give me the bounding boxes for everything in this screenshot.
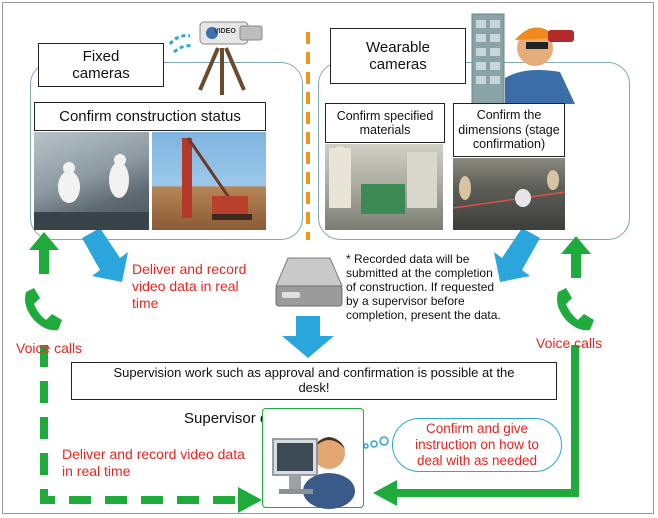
bubble-dot-small xyxy=(370,440,378,448)
left-blue-diagonal-arrow xyxy=(82,228,128,282)
materials-inspection-photo xyxy=(325,144,443,230)
fixed-cameras-title: Fixed cameras xyxy=(38,43,164,87)
recorded-data-note: * Recorded data will be submitted at the… xyxy=(346,252,501,322)
right-up-arrow xyxy=(561,236,591,278)
video-camera-icon xyxy=(199,21,263,45)
wifi-icon xyxy=(168,34,193,54)
instruction-bubble-text: Confirm and give instruction on how to d… xyxy=(415,421,539,468)
confirm-dimensions: Confirm the dimensions (stage confirmati… xyxy=(453,103,565,157)
fixed-cameras-panel xyxy=(30,62,303,240)
supervisor-label: Supervisor etc. xyxy=(184,410,285,427)
confirm-specified-materials: Confirm specified materials xyxy=(325,103,445,143)
building-icon xyxy=(471,13,505,105)
phone-icon-left xyxy=(25,288,62,331)
left-green-dashed-line xyxy=(40,345,240,504)
right-blue-diagonal-arrow xyxy=(494,228,540,282)
left-deliver-text: Deliver and record video data in real ti… xyxy=(132,261,247,311)
outer-frame xyxy=(2,2,654,514)
voice-calls-left: Voice calls xyxy=(16,340,83,356)
left-up-arrow xyxy=(29,232,59,274)
wearable-cameras-title: Wearable cameras xyxy=(330,28,466,84)
phone-icon-right xyxy=(557,288,594,331)
bottom-deliver-text: Deliver and record video data in real ti… xyxy=(62,446,245,479)
camera-label: VIDEO xyxy=(214,28,236,35)
worker-icon xyxy=(505,27,575,104)
supervisor-frame xyxy=(262,408,364,509)
bubble-dot-tiny xyxy=(363,443,369,449)
confirm-construction-status: Confirm construction status xyxy=(34,102,266,131)
left-green-arrowhead xyxy=(238,487,262,513)
construction-photo-workers xyxy=(34,132,149,230)
voice-calls-right: Voice calls xyxy=(536,335,603,351)
instruction-bubble: Confirm and give instruction on how to d… xyxy=(392,418,562,472)
right-green-arrowhead xyxy=(373,480,397,506)
construction-photo-crane xyxy=(152,132,266,230)
bubble-dot-large xyxy=(379,436,389,446)
supervisor-icon xyxy=(272,437,355,509)
tripod-icon xyxy=(198,47,246,95)
center-blue-down-arrow xyxy=(282,316,334,358)
hard-drive-icon xyxy=(275,257,343,307)
dimensions-inspection-photo xyxy=(453,158,565,230)
right-green-line xyxy=(395,345,579,497)
supervision-banner: Supervision work such as approval and co… xyxy=(71,362,557,400)
